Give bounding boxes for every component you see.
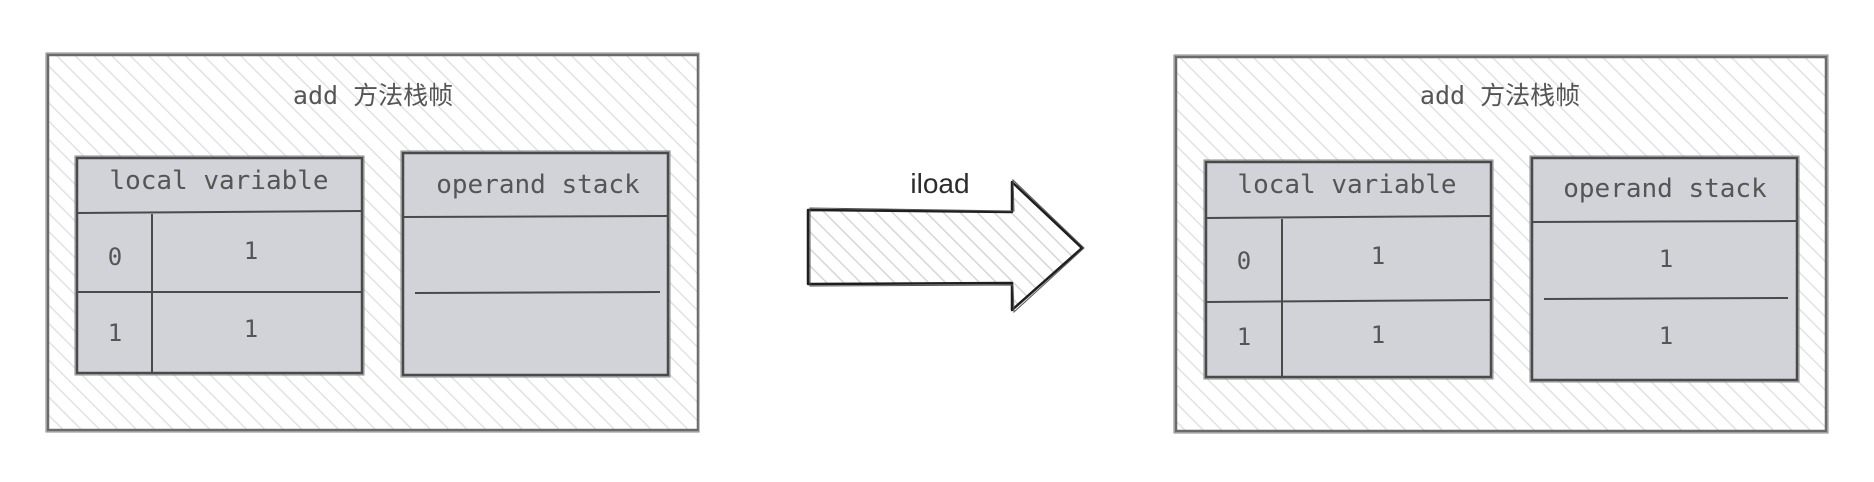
local-variable-table: local variable 0 1 1 1: [74, 155, 365, 376]
stack-frame-before: add 方法栈帧 local variable 0 1 1 1 operand …: [45, 52, 700, 433]
local-variable-header: local variable: [1237, 170, 1456, 200]
lv-value-0: 1: [244, 237, 258, 265]
lv-value-0: 1: [1371, 242, 1385, 270]
operand-stack: operand stack 1 1: [1529, 155, 1800, 383]
operand-stack: operand stack: [400, 150, 671, 378]
frame-title: add 方法栈帧: [1420, 81, 1580, 110]
lv-index-0: 0: [1237, 247, 1251, 275]
operand-slot-1: 1: [1659, 322, 1673, 350]
local-variable-table: local variable 0 1 1 1: [1203, 159, 1494, 380]
stack-frame-after: add 方法栈帧 local variable 0 1 1 1 operand …: [1173, 54, 1829, 434]
operand-slot-0: 1: [1659, 245, 1673, 273]
iload-arrow: iload: [806, 168, 1085, 314]
frame-title: add 方法栈帧: [293, 81, 453, 110]
lv-index-1: 1: [1237, 323, 1251, 351]
operand-stack-header: operand stack: [436, 170, 640, 200]
arrow-label: iload: [910, 168, 969, 199]
lv-value-1: 1: [244, 315, 258, 343]
lv-index-1: 1: [108, 319, 122, 347]
operand-stack-header: operand stack: [1563, 174, 1767, 204]
lv-index-0: 0: [108, 243, 122, 271]
local-variable-header: local variable: [109, 166, 328, 196]
lv-value-1: 1: [1371, 321, 1385, 349]
